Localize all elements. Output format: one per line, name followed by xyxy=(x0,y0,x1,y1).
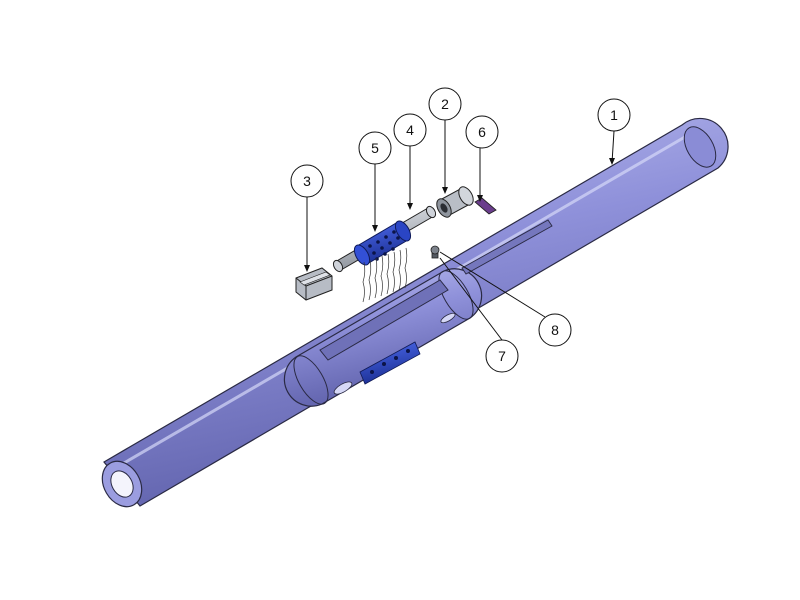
tube-end-right xyxy=(683,126,717,168)
tube-bore xyxy=(110,470,134,498)
callout-2: 2 xyxy=(428,87,462,121)
roller-teeth xyxy=(368,230,400,261)
collar-ring-left xyxy=(293,355,329,405)
leader-lines xyxy=(306,120,615,341)
callout-label: 8 xyxy=(551,322,559,338)
callout-7: 7 xyxy=(485,339,519,373)
tube-notch xyxy=(333,381,353,395)
tube-notch-2 xyxy=(440,312,456,324)
key xyxy=(474,197,497,215)
callout-label: 4 xyxy=(406,122,414,138)
screw xyxy=(430,245,440,259)
callout-label: 2 xyxy=(441,96,449,112)
callout-label: 6 xyxy=(478,124,486,140)
leader-8 xyxy=(439,251,546,318)
callout-label: 3 xyxy=(303,173,311,189)
callout-label: 7 xyxy=(498,348,506,364)
callout-3: 3 xyxy=(290,164,324,198)
callout-1: 1 xyxy=(597,98,631,132)
leader-1 xyxy=(611,130,615,164)
tube-slot-collar xyxy=(319,279,449,361)
tube-body xyxy=(101,117,729,508)
leader-7 xyxy=(439,257,503,341)
callout-5: 5 xyxy=(358,131,392,165)
insert-block xyxy=(295,267,333,301)
roller-in-slot xyxy=(359,341,421,385)
callout-4: 4 xyxy=(393,113,427,147)
callout-6: 6 xyxy=(465,115,499,149)
spring xyxy=(362,247,408,303)
callout-label: 5 xyxy=(371,140,379,156)
callout-label: 1 xyxy=(610,107,618,123)
callout-8: 8 xyxy=(538,313,572,347)
tube-slot-right xyxy=(461,219,553,275)
bushing xyxy=(436,186,474,218)
collar-ring-right xyxy=(438,270,474,320)
arrowheads xyxy=(304,158,615,272)
roller xyxy=(353,220,412,266)
